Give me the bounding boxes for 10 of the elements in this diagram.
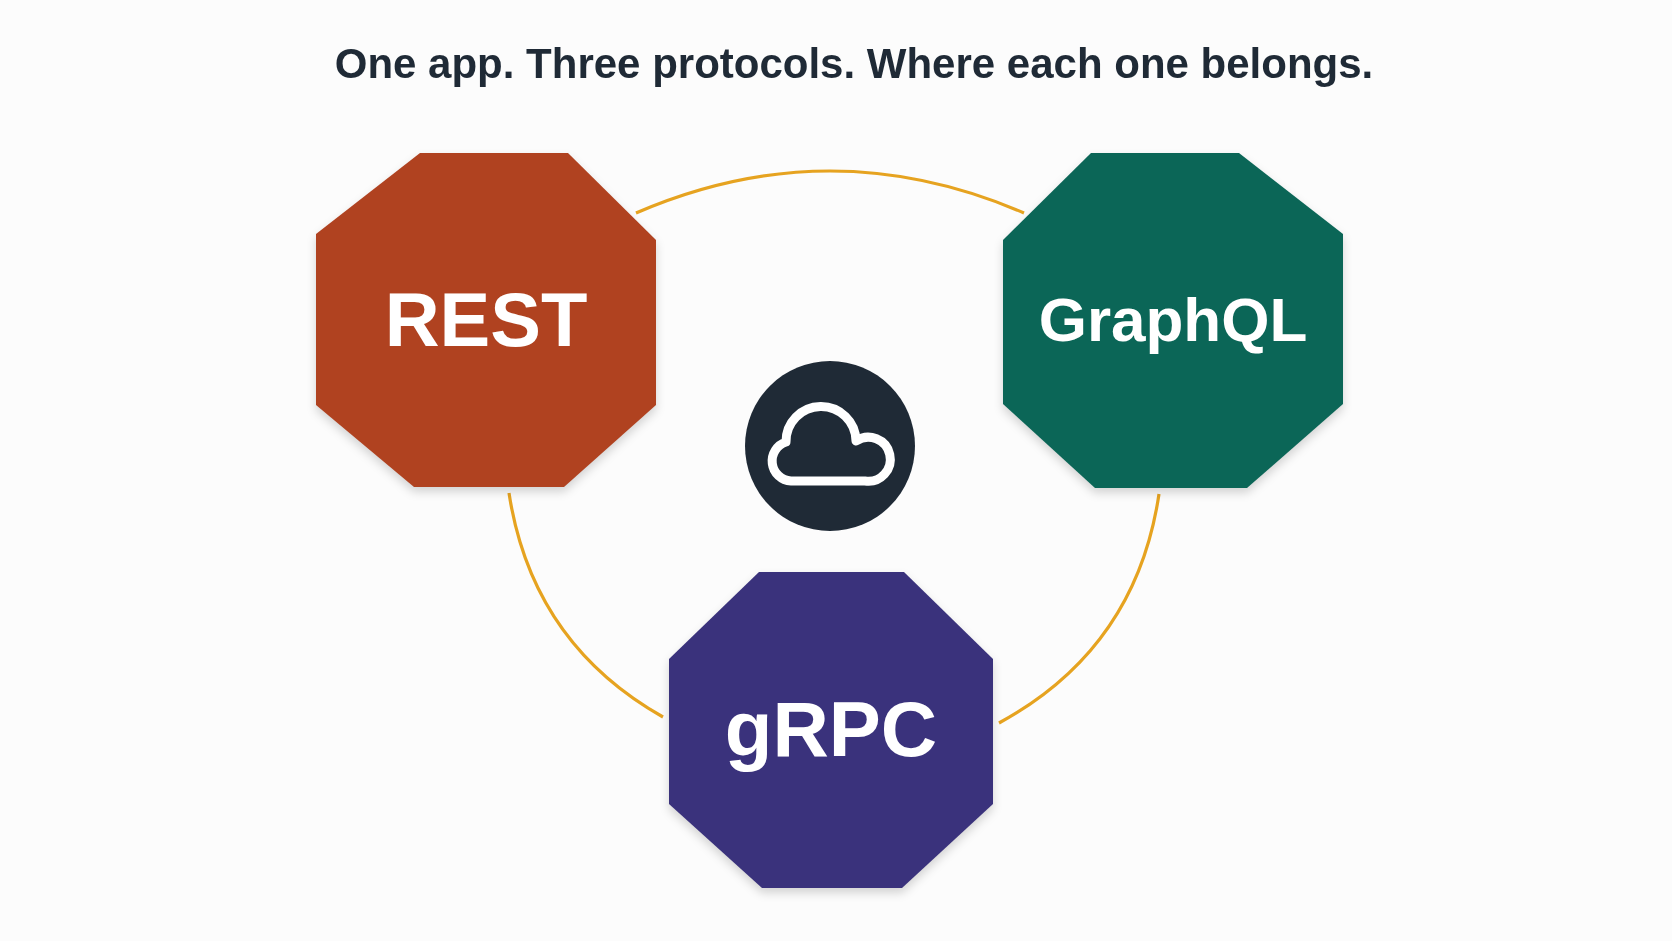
title: One app. Three protocols. Where each one belongs.: [334, 39, 1374, 89]
node-label: REST: [384, 278, 588, 362]
node-label: GraphQL: [1038, 286, 1308, 355]
connector-arc: [635, 169, 1025, 215]
node-label: gRPC: [724, 687, 938, 773]
connector-arc: [507, 492, 664, 719]
octagon-node: [669, 572, 993, 888]
octagon-node: [1003, 153, 1343, 488]
octagon-node: [316, 153, 656, 487]
connector-arc: [998, 493, 1161, 725]
